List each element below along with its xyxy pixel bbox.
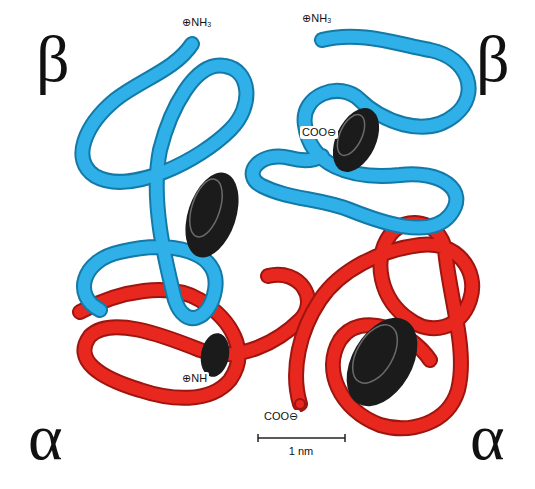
scale-bar-tick — [257, 434, 259, 442]
subunit-label: β — [476, 26, 510, 92]
beta-chain-outline — [253, 37, 469, 228]
scale-bar — [258, 434, 345, 442]
subunit-label: α — [28, 404, 63, 470]
heme-groups — [176, 101, 432, 419]
heme-disc — [176, 166, 249, 265]
subunit-label: β — [36, 26, 70, 92]
terminus-label: ⊕NH₃ — [180, 16, 214, 29]
alpha-chain-tube — [296, 223, 472, 428]
terminus-label: COO⊖ — [262, 410, 300, 423]
scale-bar-tick — [344, 434, 346, 442]
scale-bar-line — [258, 437, 345, 439]
beta-chain-tube — [253, 37, 469, 228]
c-terminus — [295, 399, 305, 409]
scale-label: 1 nm — [289, 446, 313, 457]
alpha-chain-outline — [296, 223, 472, 428]
terminus-label: COO⊖ — [300, 126, 338, 139]
terminus-label: ⊕NH — [180, 372, 209, 385]
heme-disc — [324, 101, 389, 180]
heme-disc — [332, 305, 432, 418]
alpha-chain-tube — [80, 275, 308, 398]
terminus-label: ⊕NH₃ — [300, 12, 334, 25]
alpha-chain-outline — [80, 275, 308, 398]
heme-highlight — [183, 175, 228, 241]
beta-chain — [82, 37, 468, 318]
subunit-label: α — [470, 404, 505, 470]
heme-highlight — [343, 317, 406, 390]
